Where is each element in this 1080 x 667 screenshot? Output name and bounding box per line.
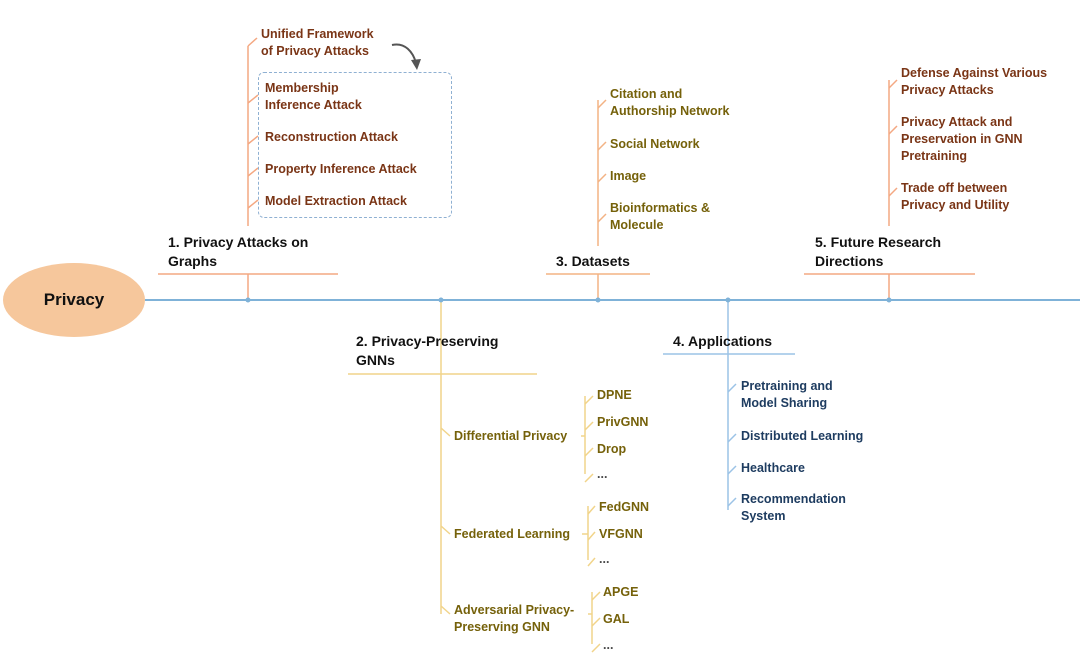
branch-5-title: 5. Future Research Directions <box>815 234 942 269</box>
branch-2-title: 2. Privacy-Preserving GNNs <box>356 333 499 368</box>
method-item: Drop <box>597 442 627 456</box>
ellipsis-item: ... <box>597 467 608 481</box>
future-direction-item: Defense Against Various Privacy Attacks <box>901 66 1048 97</box>
group-label: Federated Learning <box>454 527 570 541</box>
method-item: FedGNN <box>599 500 649 514</box>
dataset-item: Social Network <box>610 137 700 151</box>
method-item: VFGNN <box>599 527 643 541</box>
attack-item: Property Inference Attack <box>265 162 417 176</box>
branch-4-title: 4. Applications <box>673 333 773 349</box>
unified-framework-label: Unified Framework of Privacy Attacks <box>261 27 374 58</box>
branch-3-lines <box>546 99 650 300</box>
branch-1-title: 1. Privacy Attacks on Graphs <box>168 234 309 269</box>
method-item: PrivGNN <box>597 415 649 429</box>
central-topic-label: Privacy <box>43 290 105 309</box>
dataset-item: Citation and Authorship Network <box>610 87 730 118</box>
application-item: Recommendation System <box>741 492 846 523</box>
future-direction-item: Trade off between Privacy and Utility <box>901 181 1010 212</box>
central-topic: Privacy <box>3 263 145 337</box>
spine-nodes <box>245 297 892 303</box>
application-item: Pretraining and Model Sharing <box>741 379 833 410</box>
method-item: APGE <box>603 585 639 599</box>
method-item: GAL <box>603 612 630 626</box>
branch-2-lines <box>348 300 601 653</box>
future-direction-item: Privacy Attack and Preservation in GNN P… <box>901 115 1023 163</box>
group-label: Adversarial Privacy- Preserving GNN <box>454 603 575 634</box>
attack-item: Reconstruction Attack <box>265 130 398 144</box>
branch-5-lines <box>804 79 975 300</box>
attack-types-box <box>258 72 452 218</box>
ellipsis-item: ... <box>599 552 610 566</box>
attack-item: Model Extraction Attack <box>265 194 407 208</box>
group-label: Differential Privacy <box>454 429 568 443</box>
ellipsis-item: ... <box>603 638 614 652</box>
branch-4-lines <box>663 300 795 510</box>
method-item: DPNE <box>597 388 632 402</box>
application-item: Healthcare <box>741 461 805 475</box>
branch-3-title: 3. Datasets <box>556 253 630 269</box>
branch-1-lines <box>158 37 338 300</box>
application-item: Distributed Learning <box>741 429 864 443</box>
attack-item: Membership Inference Attack <box>265 81 362 112</box>
dataset-item: Image <box>610 169 647 183</box>
dataset-item: Bioinformatics & Molecule <box>610 201 711 232</box>
